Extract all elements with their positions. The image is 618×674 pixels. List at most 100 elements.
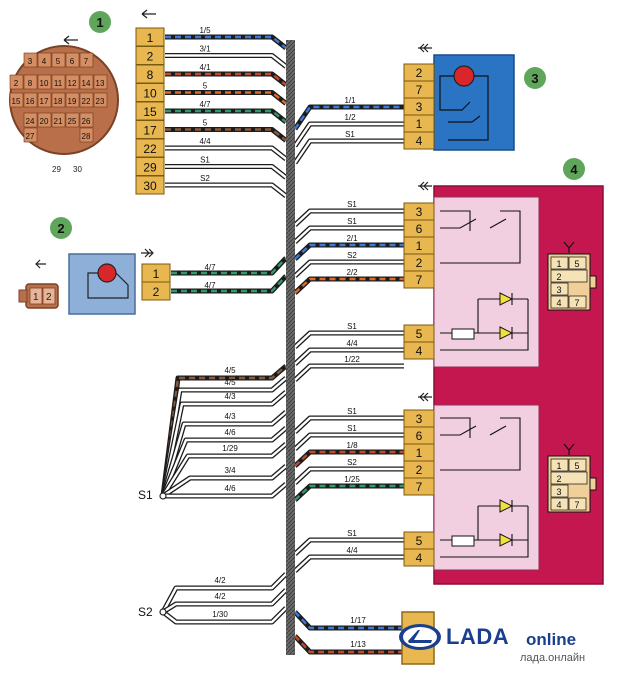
wire-s1-7 bbox=[163, 482, 288, 499]
connector-1-pin: 30 bbox=[135, 175, 165, 195]
relay-face-pin: 2 bbox=[556, 272, 561, 282]
connector-3-pin: 3 bbox=[403, 97, 435, 116]
relay_lower-pin: 2 bbox=[403, 460, 435, 479]
connector-1-face-pin-number: 15 bbox=[12, 97, 21, 106]
wire-c1-30 bbox=[165, 182, 288, 198]
wire-bottom-1 bbox=[293, 634, 402, 655]
relay-switch-icon bbox=[440, 210, 521, 264]
wire-label: 1/22 bbox=[344, 355, 360, 364]
diode-icon bbox=[478, 326, 528, 340]
connector-1-face-label-29: 29 bbox=[52, 165, 61, 174]
connector-1-pin: 22 bbox=[135, 138, 165, 158]
watermark-brand: LADA bbox=[446, 624, 510, 649]
node-s1-label: S1 bbox=[138, 488, 153, 502]
connector-1-face-pin-number: 17 bbox=[40, 97, 49, 106]
wire-label: 3/4 bbox=[224, 466, 236, 475]
wire-label: 4/2 bbox=[214, 592, 226, 601]
connector-1-pin-number: 30 bbox=[143, 179, 157, 193]
callout-2: 2 bbox=[50, 217, 72, 239]
wire-label: 1/25 bbox=[344, 475, 360, 484]
relay-upper-inner bbox=[433, 196, 540, 368]
wire-label: 4/6 bbox=[224, 428, 236, 437]
relay_lower-circuit bbox=[440, 417, 529, 558]
wire-label: 4/2 bbox=[214, 576, 226, 585]
diode-icon bbox=[478, 499, 528, 513]
relay_upper-pin-number: 6 bbox=[416, 222, 423, 236]
connector-1-face-pin-number: 5 bbox=[56, 57, 61, 66]
wire-label: 5 bbox=[203, 119, 208, 128]
relay_upper-wire-1 bbox=[293, 225, 404, 244]
connector-1-face-pin: 7 bbox=[79, 52, 94, 68]
wire-label: 3/1 bbox=[199, 45, 211, 54]
connector-1-pin-number: 8 bbox=[147, 68, 154, 82]
wire-label: 4/6 bbox=[224, 484, 236, 493]
motor-icon bbox=[97, 263, 117, 283]
callout-3: 3 bbox=[524, 67, 546, 89]
relay_lower-pin-number: 2 bbox=[416, 463, 423, 477]
relay_upper-pin: 4 bbox=[403, 341, 435, 360]
wire-label: 1/17 bbox=[350, 616, 366, 625]
wire-label: 4/5 bbox=[224, 378, 236, 387]
connector-1-face-pin-number: 25 bbox=[68, 117, 77, 126]
connector-1-pin: 2 bbox=[135, 46, 165, 65]
connector-1-face-pin: 17 bbox=[37, 92, 52, 108]
plug-arrow-icon bbox=[418, 181, 432, 191]
relay_upper-wire-7 bbox=[293, 363, 404, 382]
node-s2: S2 bbox=[138, 605, 167, 619]
connector-3-pin-number: 2 bbox=[416, 66, 423, 80]
wire-s1-3 bbox=[160, 410, 288, 497]
diode-icon bbox=[478, 533, 528, 547]
connector-1-face-pin: 19 bbox=[65, 92, 80, 108]
plug-arrow-icon bbox=[35, 259, 46, 269]
relay_lower-pin-number: 7 bbox=[416, 480, 423, 494]
connector-1-pin-number: 2 bbox=[147, 50, 154, 64]
connector-1-pin: 15 bbox=[135, 101, 165, 121]
wire-label: S1 bbox=[347, 529, 357, 538]
motor-icon bbox=[453, 65, 475, 87]
relay-face-pin: 5 bbox=[574, 259, 579, 269]
node-s2-label: S2 bbox=[138, 605, 153, 619]
wire-c1-1 bbox=[165, 34, 288, 50]
wire-c1-22 bbox=[165, 145, 288, 161]
relay_upper-pin-number: 3 bbox=[416, 205, 423, 219]
wire-label: 4/4 bbox=[199, 137, 211, 146]
wire-c1-8 bbox=[165, 71, 288, 87]
connector-2-face-pin: 1 bbox=[33, 292, 39, 303]
connector-1-face-pin: 11 bbox=[51, 74, 66, 90]
wire-label: 5 bbox=[203, 82, 208, 91]
wire-c1-15 bbox=[165, 108, 288, 124]
connector-1-face-label-30: 30 bbox=[73, 165, 82, 174]
relay_lower-wire-1 bbox=[293, 432, 404, 451]
relay-face-pin: 1 bbox=[556, 461, 561, 471]
node-s1: S1 bbox=[138, 488, 167, 502]
relay-lower-inner bbox=[433, 404, 540, 571]
connector-1-face-pin: 20 bbox=[37, 112, 52, 128]
connector-1-face-pin-number: 19 bbox=[68, 97, 77, 106]
connector-1-face-pin-number: 13 bbox=[96, 79, 105, 88]
connector-1-pin-number: 15 bbox=[143, 105, 157, 119]
connector-1-face-pin-number: 14 bbox=[82, 79, 91, 88]
connector-1-face-pin-number: 10 bbox=[40, 79, 49, 88]
connector-2-body bbox=[68, 253, 136, 315]
connector-1-face-pin-number: 16 bbox=[26, 97, 35, 106]
connector-1-pin-number: 17 bbox=[143, 124, 157, 138]
connector-1-face-pin: 12 bbox=[65, 74, 80, 90]
watermark-suffix: online bbox=[526, 630, 577, 649]
wire-label: 1/2 bbox=[344, 113, 356, 122]
relay-switch-icon bbox=[448, 101, 481, 123]
relay_upper-wire-2 bbox=[293, 242, 404, 261]
connector-1-face-pin-number: 2 bbox=[14, 79, 19, 88]
connector-1-face-pin: 6 bbox=[65, 52, 80, 68]
connector-1-face-pin: 8 bbox=[23, 74, 38, 90]
connector-3-pin: 2 bbox=[403, 63, 435, 82]
relay_upper-pin-number: 7 bbox=[416, 273, 423, 287]
relay-face-pin: 7 bbox=[574, 500, 579, 510]
connector-1-face-pin: 28 bbox=[79, 127, 94, 143]
connector-1-face-pin-number: 26 bbox=[82, 117, 91, 126]
relay_upper-wire-0 bbox=[293, 208, 404, 227]
relay_lower-pin-number: 5 bbox=[416, 534, 423, 548]
